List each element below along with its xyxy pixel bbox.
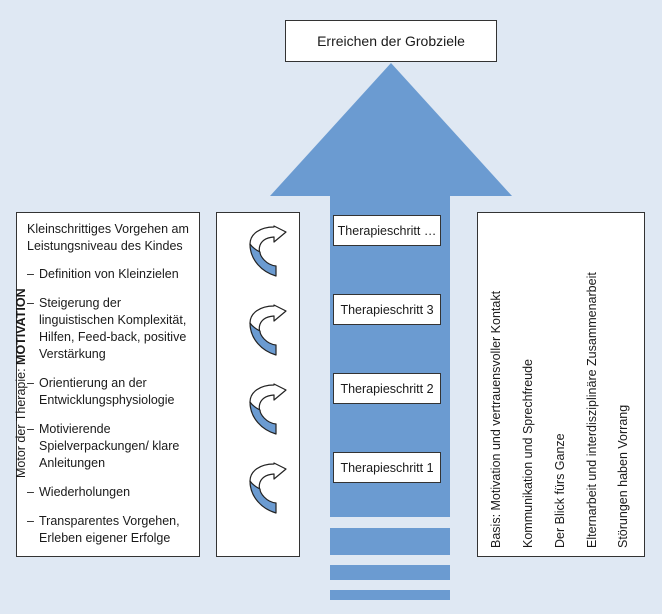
goal-box: Erreichen der Grobziele [285, 20, 497, 62]
approach-heading: Kleinschrittiges Vorgehen am Leistungsni… [27, 222, 189, 253]
list-item: –Motivierende Spielverpackungen/ klare A… [27, 422, 180, 470]
curl-arrow-icon [249, 304, 287, 356]
step-box-ellipsis: Therapieschritt … [333, 215, 441, 246]
arrow-head [270, 63, 512, 196]
step-box-3: Therapieschritt 3 [333, 294, 441, 325]
arrow-stripe [330, 528, 450, 555]
curl-arrow-icon [249, 383, 287, 435]
basis-line: Störungen haben Vorrang [616, 404, 630, 548]
goal-label: Erreichen der Grobziele [317, 33, 465, 49]
motivation-curls [249, 225, 287, 514]
step-label: Therapieschritt 1 [340, 460, 434, 475]
curl-arrow-icon [249, 225, 287, 277]
motor-label: Motor der Therapie: MOTIVATION [14, 288, 28, 478]
step-box-1: Therapieschritt 1 [333, 452, 441, 483]
arrow-stripe [330, 565, 450, 580]
step-box-2: Therapieschritt 2 [333, 373, 441, 404]
approach-list: –Definition von Kleinzielen –Steigerung … [27, 266, 191, 547]
basis-line: Basis: Motivation und vertrauensvoller K… [489, 290, 503, 548]
approach-box: Kleinschrittiges Vorgehen am Leistungsni… [16, 212, 200, 557]
curl-arrow-icon [249, 462, 287, 514]
basis-line: Elternarbeit und interdisziplinäre Zusam… [585, 272, 599, 548]
list-item: –Orientierung an der Entwicklungsphysiol… [27, 376, 175, 407]
step-label: Therapieschritt 3 [340, 302, 434, 317]
motivation-emphasis: MOTIVATION [14, 288, 28, 365]
basis-line: Kommunikation und Sprechfreude [521, 358, 535, 548]
arrow-stripe [330, 590, 450, 600]
list-item: –Transparentes Vorgehen, Erleben eigener… [27, 514, 180, 545]
step-label: Therapieschritt 2 [340, 381, 434, 396]
list-item: –Steigerung der linguistischen Komplexit… [27, 296, 187, 361]
list-item: –Definition von Kleinzielen [27, 267, 179, 281]
list-item: –Wiederholungen [27, 485, 131, 499]
basis-line: Der Blick fürs Ganze [553, 433, 567, 548]
step-label: Therapieschritt … [337, 223, 437, 238]
basis-box [477, 212, 645, 557]
